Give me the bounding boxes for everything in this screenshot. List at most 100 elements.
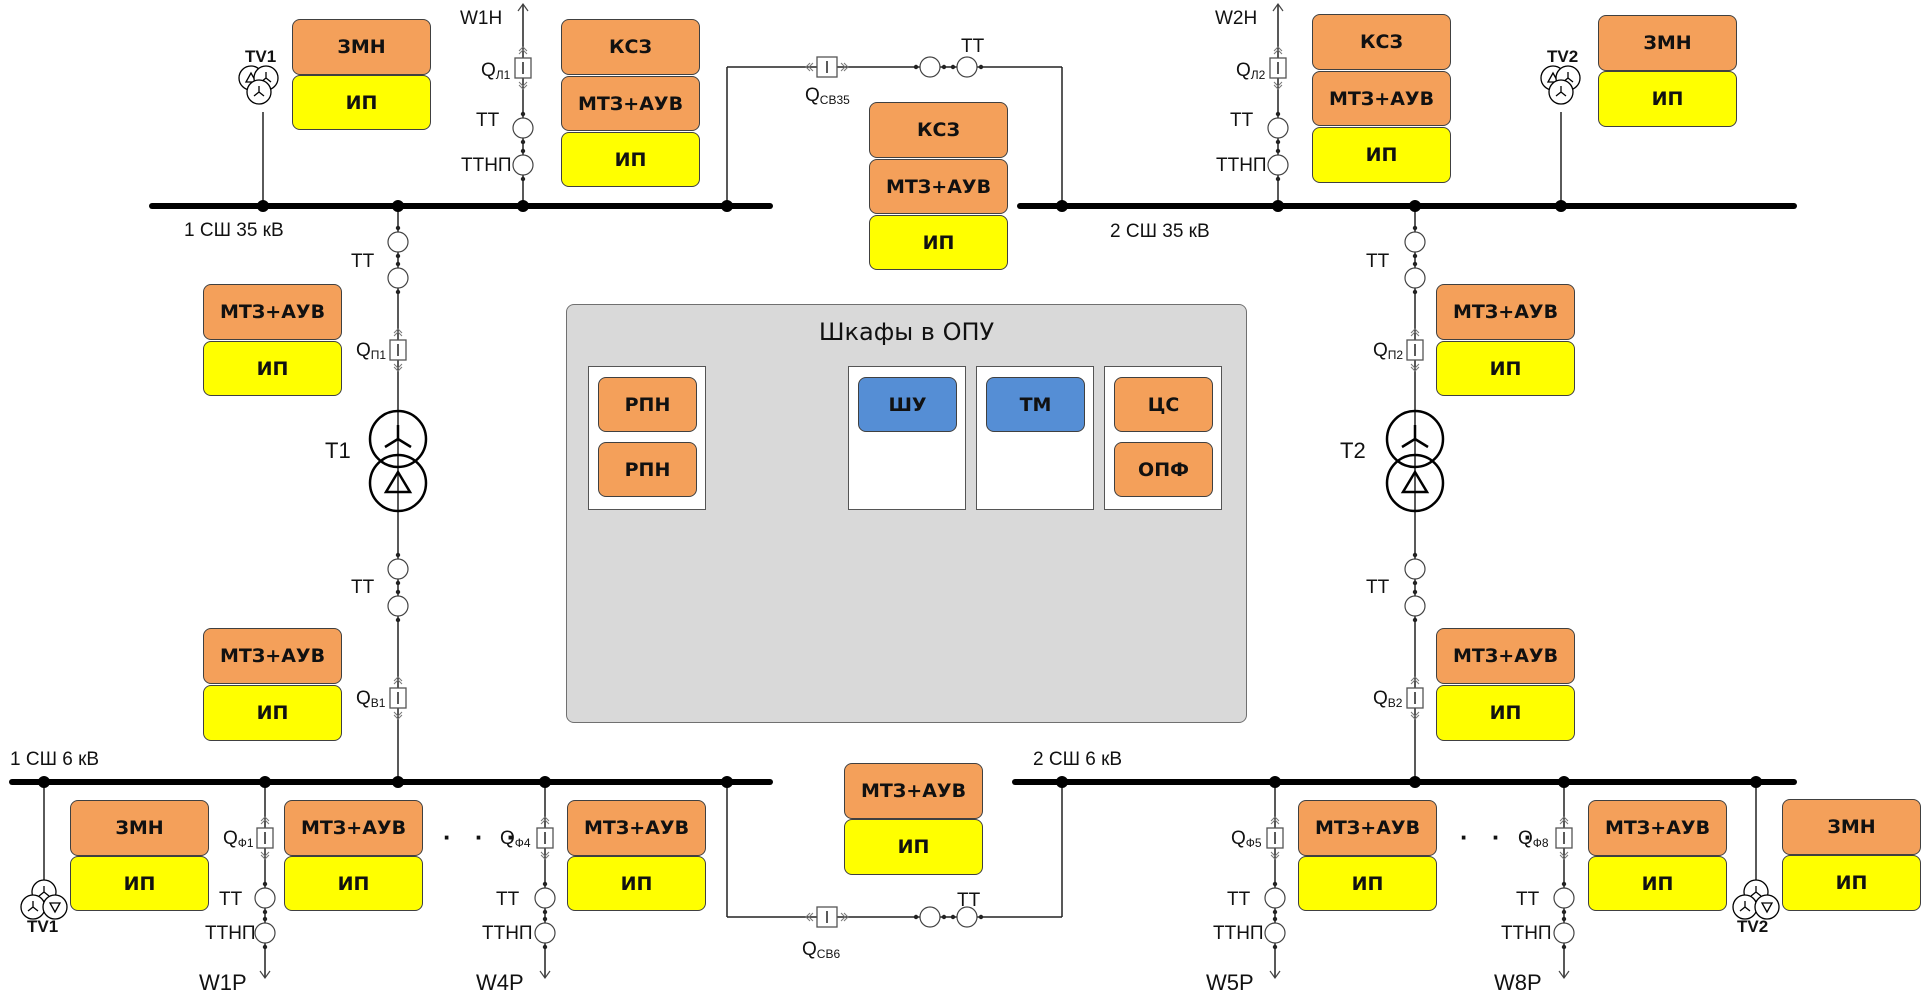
block-rpn-1[interactable]: РПН: [598, 377, 697, 432]
terminal-dot: [262, 916, 268, 922]
block-mtz-auv-w1h[interactable]: МТЗ+АУВ: [561, 76, 700, 131]
block-mtz-auv-sv6[interactable]: МТЗ+АУВ: [844, 763, 983, 819]
terminal-dot: [1561, 916, 1567, 922]
block-ksz-w1h[interactable]: КСЗ: [561, 19, 700, 75]
block-ip-tv1-6[interactable]: ИП: [70, 856, 209, 911]
block-ip-t2-hv[interactable]: ИП: [1436, 341, 1575, 396]
block-ip-sv6[interactable]: ИП: [844, 819, 983, 875]
ct-t2-lv-icon: [1404, 558, 1426, 580]
tv1-6-label: TV1: [27, 917, 59, 936]
t1-hv-winding-icon: [368, 409, 428, 469]
qw8p-disconnector-icon: [1559, 816, 1569, 825]
block-rpn-2[interactable]: РПН: [598, 442, 697, 497]
breaker-label-qf1: QФ1: [223, 828, 254, 850]
junction-node: [1272, 200, 1284, 212]
ct-w4p-icon: [534, 887, 556, 909]
terminal-dot: [1561, 944, 1567, 950]
block-mtz-auv-t1-lv[interactable]: МТЗ+АУВ: [203, 628, 342, 684]
breaker-label-qf8: QФ8: [1518, 828, 1549, 850]
terminal-dot: [1412, 552, 1418, 558]
junction-node: [1750, 776, 1762, 788]
tv2-35-label: TV2: [1547, 47, 1579, 66]
star-winding-icon: [38, 886, 50, 897]
terminal-dot: [1275, 139, 1281, 145]
ct-w1h-icon: [512, 117, 534, 139]
block-mtz-auv-w1p[interactable]: МТЗ+АУВ: [284, 800, 423, 856]
block-mtz-auv-t2-lv[interactable]: МТЗ+АУВ: [1436, 628, 1575, 684]
block-mtz-auv-w8p[interactable]: МТЗ+АУВ: [1588, 800, 1727, 856]
breaker-label-qf5: QФ5: [1231, 828, 1262, 850]
ttnp-w1p-icon: [254, 922, 276, 944]
junction-node: [1056, 776, 1068, 788]
block-zmn-tv2-6[interactable]: ЗМН: [1782, 799, 1921, 855]
terminal-dot: [1275, 148, 1281, 154]
block-ip-tv2-6[interactable]: ИП: [1782, 855, 1921, 911]
block-zmn-tv1-35[interactable]: ЗМН: [292, 19, 431, 75]
terminal-dot: [941, 64, 947, 70]
block-mtz-auv-t1-hv[interactable]: МТЗ+АУВ: [203, 284, 342, 340]
block-zmn-tv2-35[interactable]: ЗМН: [1598, 15, 1737, 71]
ct-t1-lv-icon: [387, 595, 409, 617]
terminal-dot: [913, 64, 919, 70]
block-mtz-auv-w4p[interactable]: МТЗ+АУВ: [567, 800, 706, 856]
line-arrow-icon: [259, 970, 271, 980]
line-arrow-icon: [1269, 970, 1281, 980]
terminal-dot: [1272, 916, 1278, 922]
ct-w5p-icon: [1264, 887, 1286, 909]
block-mtz-auv-t2-hv[interactable]: МТЗ+АУВ: [1436, 284, 1575, 340]
terminal-dot: [395, 580, 401, 586]
block-zmn-tv1-6[interactable]: ЗМН: [70, 800, 209, 856]
block-ip-t2-lv[interactable]: ИП: [1436, 685, 1575, 741]
block-ip-t1-lv[interactable]: ИП: [203, 685, 342, 741]
block-ip-w2h[interactable]: ИП: [1312, 127, 1451, 183]
breaker-label-qp1: QП1: [356, 340, 387, 362]
transformer-label-t2: Т2: [1340, 438, 1366, 463]
block-ksz-sv35[interactable]: КСЗ: [869, 102, 1008, 158]
qw8p-disconnector-icon: [1559, 851, 1569, 860]
block-tm[interactable]: ТМ: [986, 377, 1085, 432]
block-shu[interactable]: ШУ: [858, 377, 957, 432]
block-ip-w1h[interactable]: ИП: [561, 132, 700, 187]
block-mtz-auv-w5p[interactable]: МТЗ+АУВ: [1298, 800, 1437, 856]
block-ip-t1-hv[interactable]: ИП: [203, 341, 342, 396]
terminal-dot: [542, 916, 548, 922]
ct-label-w4p: ТТ: [496, 889, 520, 910]
block-ip-sv35[interactable]: ИП: [869, 215, 1008, 270]
terminal-dot: [395, 589, 401, 595]
delta-winding-icon: [1760, 902, 1774, 914]
qv2-disconnector-icon: [1410, 676, 1420, 685]
ct-label-w1h: ТТ: [476, 110, 500, 131]
star-winding-icon: [1739, 901, 1751, 912]
ct-label-w8p: ТТ: [1516, 889, 1540, 910]
ttnp-w2h-icon: [1267, 154, 1289, 176]
block-cs[interactable]: ЦС: [1114, 377, 1213, 432]
terminal-dot: [395, 225, 401, 231]
block-opf[interactable]: ОПФ: [1114, 442, 1213, 497]
terminal-dot: [395, 552, 401, 558]
star-winding-icon: [1750, 886, 1762, 897]
terminal-dot: [542, 881, 548, 887]
ct-sv6-icon: [956, 906, 978, 928]
terminal-dot: [520, 111, 526, 117]
tv2-6-winding-icon: [1754, 894, 1780, 920]
terminal-dot: [262, 944, 268, 950]
terminal-dot: [1412, 225, 1418, 231]
terminal-dot: [1561, 881, 1567, 887]
bus-label-2-6: 2 СШ 6 кВ: [1033, 749, 1123, 770]
junction-node: [1409, 776, 1421, 788]
terminal-dot: [941, 914, 947, 920]
terminal-dot: [520, 148, 526, 154]
block-ip-tv2-35[interactable]: ИП: [1598, 71, 1737, 127]
block-ip-tv1-35[interactable]: ИП: [292, 75, 431, 130]
block-ksz-w2h[interactable]: КСЗ: [1312, 14, 1451, 70]
breaker-label-qf4: QФ4: [500, 828, 531, 850]
junction-node: [517, 200, 529, 212]
breaker-label-qp2: QП2: [1373, 340, 1404, 362]
block-mtz-auv-sv35[interactable]: МТЗ+АУВ: [869, 159, 1008, 214]
terminal-dot: [950, 64, 956, 70]
block-ip-w5p[interactable]: ИП: [1298, 856, 1437, 911]
block-ip-w8p[interactable]: ИП: [1588, 856, 1727, 911]
block-ip-w4p[interactable]: ИП: [567, 856, 706, 911]
block-ip-w1p[interactable]: ИП: [284, 856, 423, 911]
block-mtz-auv-w2h[interactable]: МТЗ+АУВ: [1312, 71, 1451, 126]
